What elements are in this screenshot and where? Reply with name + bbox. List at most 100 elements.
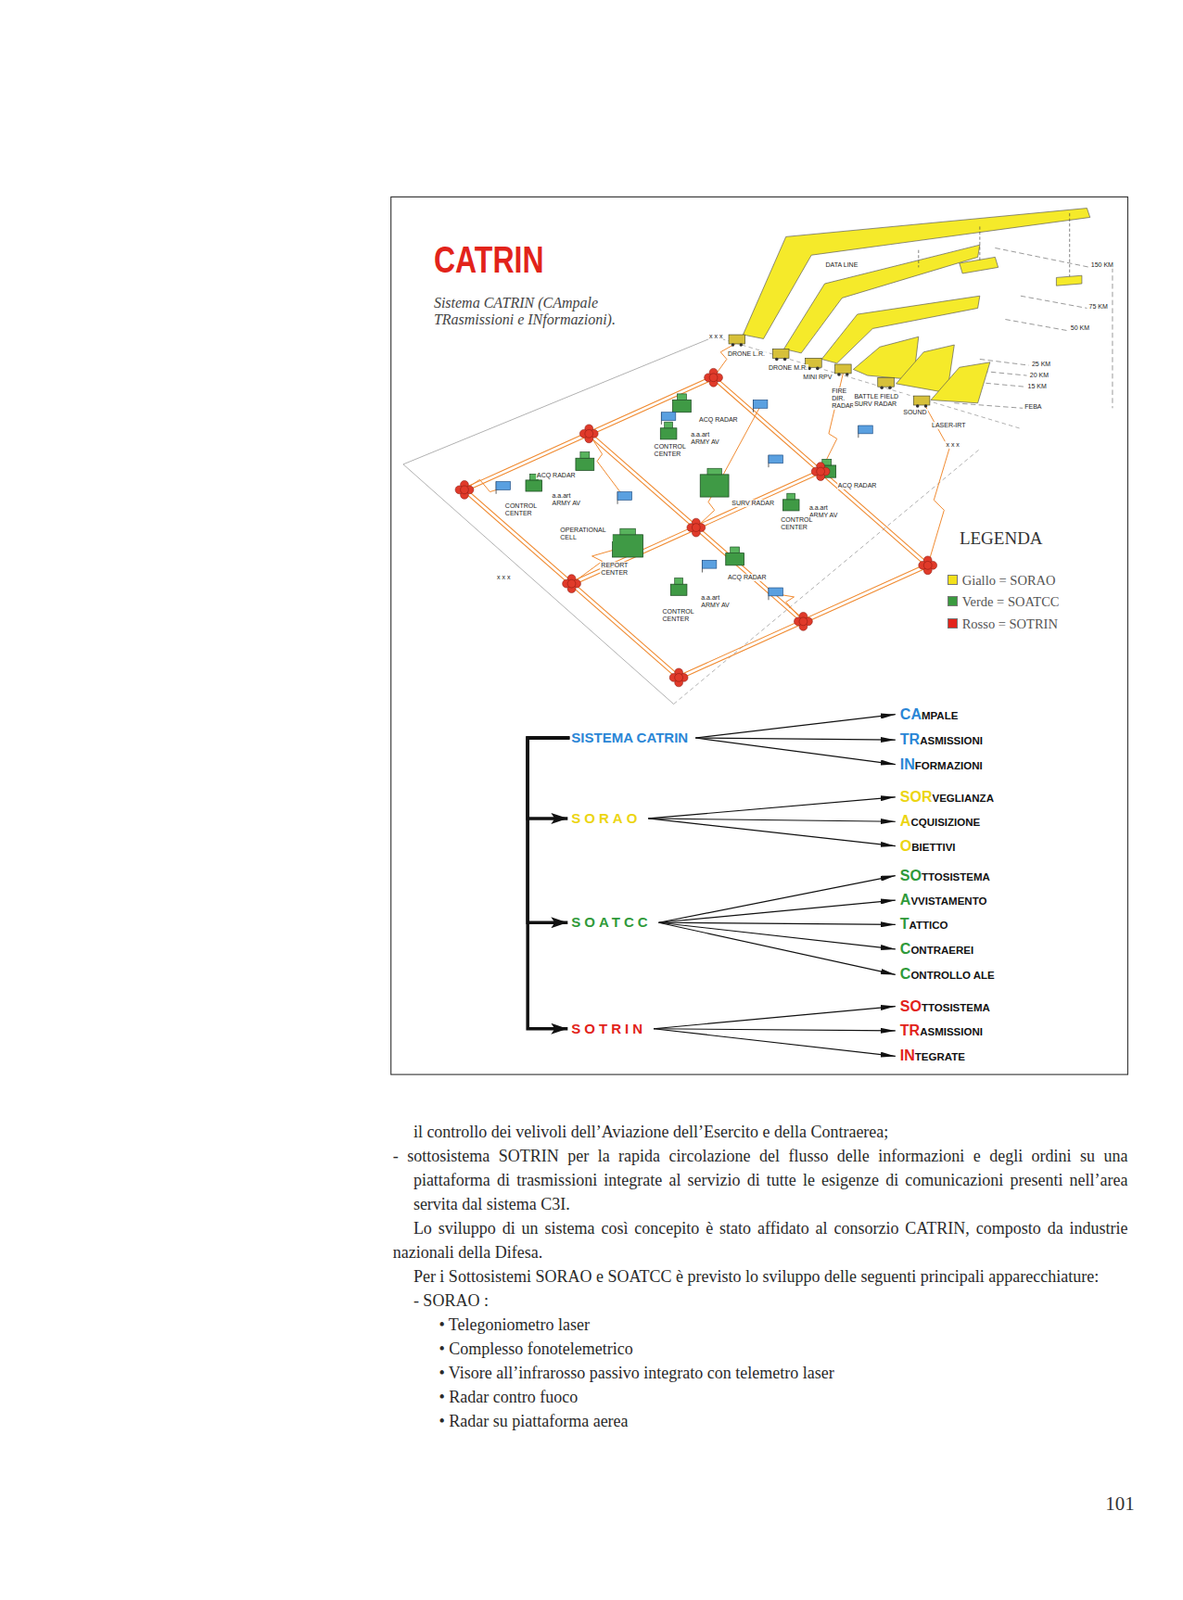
equipment-label: SURV RADAR (730, 499, 776, 508)
equipment-label: CONTROL CENTER (779, 516, 815, 532)
transmission-node-part (923, 560, 932, 570)
radar-vehicle (725, 546, 745, 566)
body-paragraph: Per i Sottosistemi SORAO e SOATCC è prev… (393, 1264, 1129, 1289)
acronym-letters: A (900, 813, 912, 829)
radio-links-part (696, 406, 761, 528)
command-post-flag (768, 455, 783, 468)
acronym-letters: A (900, 891, 912, 908)
surveillance-beams-part (930, 362, 991, 404)
trunk-line (463, 375, 713, 488)
fan-arrow (695, 737, 896, 765)
fan-arrow (648, 818, 895, 822)
word-rest: ATTICO (909, 919, 949, 931)
system-name: SISTEMA CATRIN (569, 728, 690, 748)
word-rest: TTOSISTEMA (921, 1002, 991, 1014)
ground-outline-part (674, 448, 980, 704)
command-post-flag-part (768, 455, 783, 464)
word-rest: ONTROLLO ALE (910, 969, 994, 981)
word-rest: TEGRATE (915, 1051, 966, 1063)
transmission-node-part (567, 579, 576, 588)
system-name: SOTRIN (569, 1019, 649, 1039)
sensor-vehicle-part (915, 404, 920, 408)
equipment-label: CONTROL CENTER (661, 608, 697, 624)
trunk-line (714, 376, 929, 565)
word-rest: VEGLIANZA (932, 792, 994, 804)
surveillance-beams-part (783, 244, 980, 354)
word-rest: FORMAZIONI (915, 760, 983, 772)
page-number: 101 (1105, 1492, 1135, 1516)
sensor-vehicle-part (739, 343, 744, 347)
legend-swatch (947, 596, 958, 607)
word-rest: MPALE (921, 710, 958, 722)
radar-vehicle (670, 578, 687, 597)
equipment-label: FEBA (1023, 403, 1043, 411)
sensor-vehicle-part (772, 348, 789, 358)
range-lines-part (1004, 319, 1068, 331)
acronym-letters: CA (900, 706, 922, 723)
acronym-expansion: INFORMAZIONI (898, 755, 985, 775)
body-paragraph: - sottosistema SOTRIN per la rapida circ… (393, 1144, 1129, 1217)
radar-vehicle-part (673, 400, 692, 413)
word-rest: VVISTAMENTO (910, 895, 987, 907)
sensor-vehicle-part (835, 364, 853, 374)
transmission-node-part (709, 373, 718, 382)
acronym-expansion: TRASMISSIONI (898, 730, 985, 750)
word-rest: ASMISSIONI (919, 1026, 983, 1038)
transmission-node (686, 518, 706, 537)
radar-vehicle-part (707, 468, 722, 475)
sensor-vehicle-part (783, 357, 788, 362)
acronym-letters: SOR (900, 788, 933, 805)
legend-text: Giallo = SORAO (962, 572, 1056, 588)
equipment-label: DRONE M.R. (767, 364, 809, 372)
equipment-label: ACQ RADAR (535, 471, 577, 480)
transmission-node-part (460, 485, 470, 495)
range-lines-part (954, 403, 1023, 409)
body-paragraph: - SORAO : (393, 1288, 1129, 1313)
trunk-line (587, 434, 802, 624)
acronym-letters: T (900, 915, 910, 932)
sensor-vehicle-part (924, 404, 929, 408)
equipment-label: CONTROL CENTER (504, 502, 540, 518)
command-post-flag (617, 492, 632, 505)
legend-entry: Verde = SOATCC (947, 594, 1060, 611)
sensor-vehicle-part (888, 386, 892, 391)
equipment-label: x x x (708, 332, 724, 341)
sensor-vehicle-part (775, 357, 779, 362)
trunk-line (465, 379, 715, 492)
command-post-flag-part (858, 425, 873, 434)
sensor-vehicle (913, 395, 930, 408)
figure-title: CATRIN (433, 239, 545, 281)
trunk-line (590, 432, 805, 621)
sensor-vehicle-part (879, 386, 884, 391)
radar-vehicle-part (674, 578, 684, 586)
command-post-flag (496, 482, 510, 495)
command-post-flag-part (661, 412, 675, 421)
equipment-label: a.a.art ARMY AV (551, 492, 587, 508)
transmission-node-part (585, 429, 594, 438)
fan-arrow (653, 1006, 896, 1030)
surveillance-beams-part (1055, 275, 1082, 286)
legend-text: Rosso = SOTRIN (962, 616, 1058, 632)
sensor-vehicle-part (731, 343, 736, 347)
figure-caption: Sistema CATRIN (CAmpale TRasmissioni e I… (433, 294, 657, 329)
acronym-letters: SISTEMA CATRIN (571, 729, 688, 746)
sensor-vehicle-part (877, 377, 895, 387)
system-name: SORAO (569, 809, 643, 828)
acronym-expansion: SOTTOSISTEMA (898, 997, 993, 1017)
radar-vehicle-part (787, 493, 796, 500)
transmission-node (918, 556, 938, 575)
sensor-vehicle-part (845, 372, 850, 377)
command-post-flag-part (701, 559, 716, 569)
radio-links (464, 343, 950, 623)
trunk-line (677, 563, 928, 676)
equipment-label: x x x (496, 573, 511, 582)
command-post-flag-part (768, 587, 783, 597)
ground-outline-part (714, 336, 1021, 429)
transmission-node-part (674, 674, 684, 683)
drop-lines (918, 213, 1070, 277)
acronym-expansion: CAMPALE (898, 705, 961, 725)
transmission-node (704, 368, 724, 387)
equipment-label: 20 KM (1029, 371, 1050, 380)
acronym-letters: C (900, 966, 912, 982)
